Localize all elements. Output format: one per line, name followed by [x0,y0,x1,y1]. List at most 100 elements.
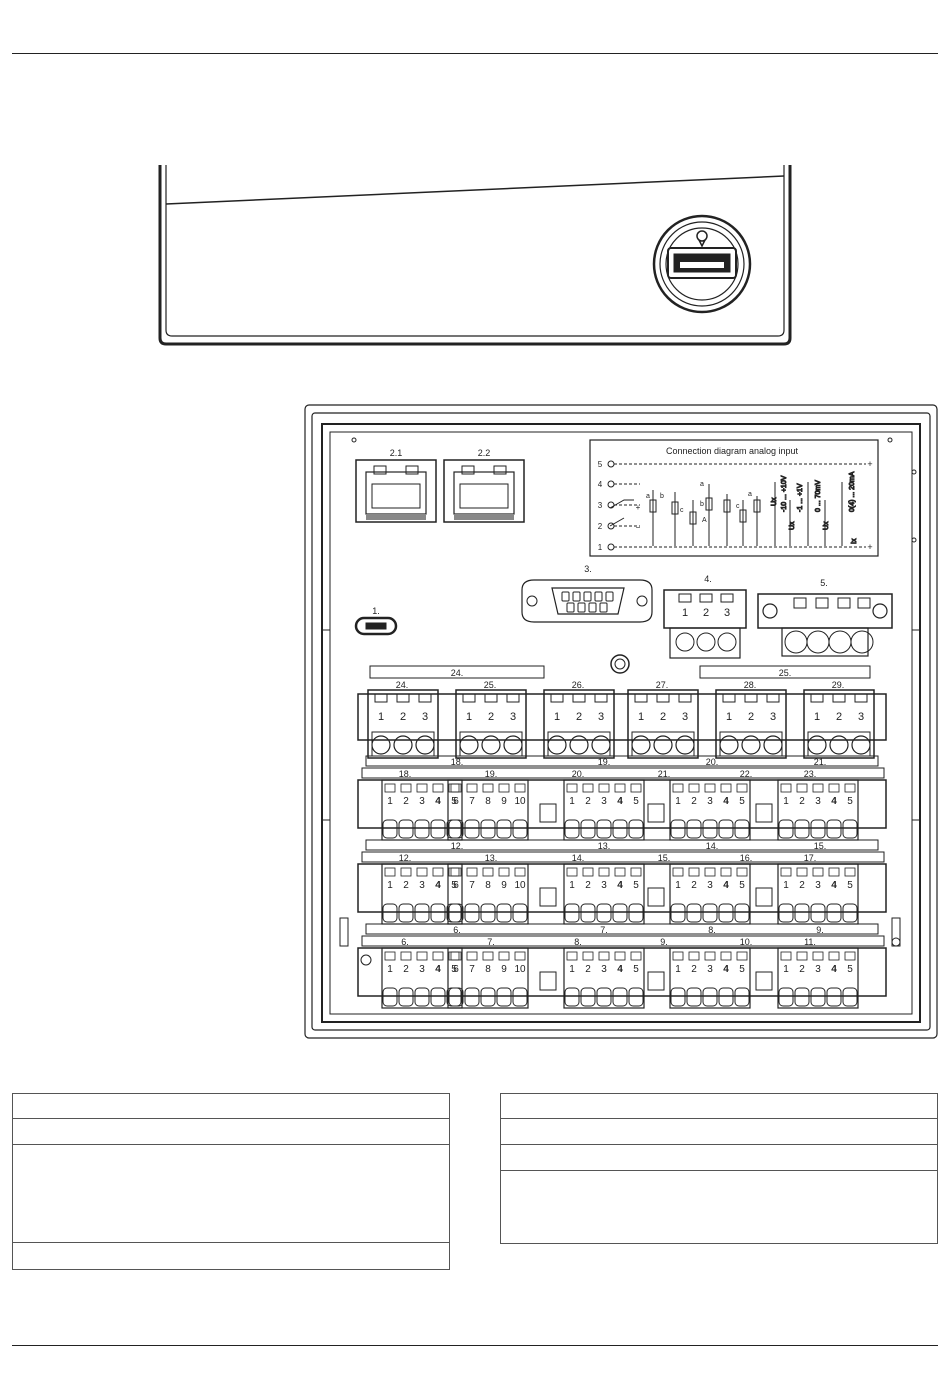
left-table-row [13,1119,449,1145]
terminal-screw [512,903,528,923]
terminal-screw [564,903,580,923]
terminal-pin-number: 3 [707,796,713,807]
relay-screw [393,735,413,755]
conn4-pin-latch [720,593,734,603]
terminal-group-label: 14. [706,841,719,851]
sub-d-pin [605,591,614,602]
terminal-screw [612,819,628,839]
terminal-screw [842,987,858,1007]
connector-4-label: 4. [704,574,712,584]
terminal-block-label: 9. [660,937,668,947]
sub-d-pin [572,591,581,602]
terminal-screw [794,903,810,923]
usb-port-1[interactable]: 1. [354,606,398,636]
terminal-pin-number: 7 [469,880,475,891]
terminal-pin-number: 3 [419,964,425,975]
terminal-screw [414,903,430,923]
terminal-pin-number: 2 [585,964,591,975]
terminal-pin-number: 5 [451,880,457,891]
terminal-pin-number: 3 [601,964,607,975]
relay-pin-number: 1 [638,711,644,723]
analog-pin-label: 2 [598,522,603,531]
terminal-block-label: 23. [804,769,817,779]
conn4-pin-number: 2 [703,607,709,619]
sub-d-label: 3. [584,564,592,574]
terminal-pin-number: 5 [847,964,853,975]
conn4-pin-number: 1 [682,607,688,619]
front-view [158,165,792,346]
relay-block-label: 25. [484,680,497,690]
relay-screw [807,735,827,755]
terminal-screw [612,987,628,1007]
connector-5[interactable]: 5. [757,578,893,657]
terminal-pin-number: 5 [633,964,639,975]
terminal-pin-number: 8 [485,964,491,975]
terminal-screw [734,987,750,1007]
terminal-block-label: 7. [487,937,495,947]
left-table-row [13,1243,449,1269]
ground-screw-icon [610,654,630,674]
sub-d-pin [566,602,575,613]
relay-pin-number: 3 [682,711,688,723]
sub-d-pin [588,602,597,613]
relay-screw [675,735,695,755]
terminal-pin-number: 6 [453,796,459,807]
range-label-20ma: 0(4) ... 20mA [849,471,856,512]
terminal-screw [382,987,398,1007]
ethernet-port-2-2[interactable]: 2.2 [443,448,525,523]
ethernet-2-2-label: 2.2 [478,448,491,458]
terminal-pin-number: 2 [403,796,409,807]
terminal-screw [702,987,718,1007]
ux-label-3: Ux [823,521,830,530]
analog-pin-terminal [607,543,615,551]
terminal-pin-number: 1 [387,880,393,891]
relay-row-body [357,693,887,741]
sub-d-pin [599,602,608,613]
terminal-pin-number: 3 [601,796,607,807]
terminal-pin-number: 8 [485,796,491,807]
terminal-pin-number: 4 [617,880,623,891]
relay-screw [547,735,567,755]
range-label-1v: -1 ... +1V [797,483,804,512]
terminal-pin-number: 5 [633,880,639,891]
terminal-screw [686,987,702,1007]
relay-screw [371,735,391,755]
terminal-screw [496,987,512,1007]
usb-port-front[interactable] [652,214,752,314]
terminal-pin-number: 1 [783,796,789,807]
ethernet-port-2-1[interactable]: 2.1 [355,448,437,523]
terminal-pin-number: 5 [739,796,745,807]
rear-view-frame [304,404,938,1039]
relay-screw [653,735,673,755]
sub-d-connector-3[interactable]: 3. [521,564,653,623]
terminal-screw [628,819,644,839]
analog-pin-label: 4 [598,480,603,489]
sub-d-pin [577,602,586,613]
terminal-screw [826,819,842,839]
